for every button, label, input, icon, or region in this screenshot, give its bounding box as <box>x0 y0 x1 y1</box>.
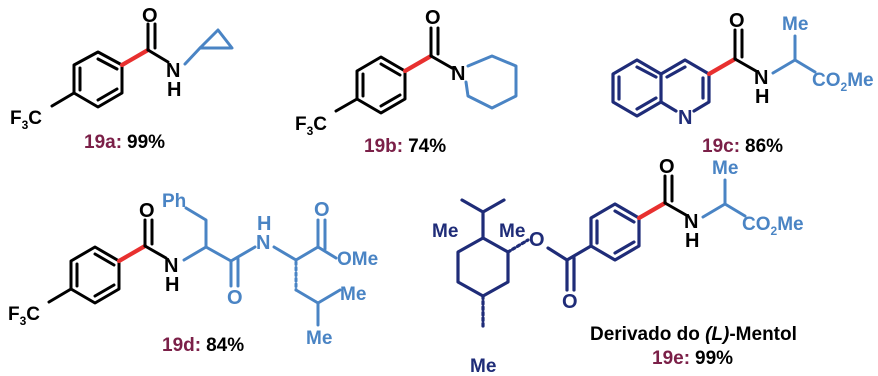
methyl-group: Me <box>782 14 808 35</box>
cf3-group: F3C <box>8 304 40 328</box>
c-n-bond <box>429 54 454 70</box>
ring-double-bonds <box>75 252 116 298</box>
ring-double-bonds <box>361 62 402 108</box>
amide-hydrogen: H <box>167 79 181 101</box>
carbonyl-oxygen: O <box>729 10 745 32</box>
compound-19a-caption: 19a:99% <box>84 132 165 153</box>
cf3-bond <box>50 91 76 108</box>
piperidine-ring <box>464 54 518 110</box>
c-n-bond <box>146 48 170 64</box>
alanine-backbone <box>701 178 747 219</box>
quinoline-nitrogen: N <box>678 107 692 129</box>
c-n-bond <box>143 244 168 260</box>
carbonyl <box>429 26 440 58</box>
isopropyl-group <box>460 198 506 240</box>
phenyl-group: Ph <box>162 191 186 212</box>
compound-19e: Me Me Me O O O N H Me CO2Me <box>432 156 804 376</box>
phe-carbonyl <box>204 245 240 288</box>
amide-nitrogen: N <box>166 60 180 82</box>
amide-hydrogen: H <box>755 86 769 108</box>
aryl-ester-bond <box>565 244 593 262</box>
amide-nitrogen: N <box>164 255 178 277</box>
n-cyclopropyl-bond <box>183 46 202 66</box>
compound-19c-caption: 19c:86% <box>702 136 783 157</box>
compound-19a: F3C O N H <box>10 5 234 132</box>
ester-o-bond <box>316 245 338 260</box>
carbonyl <box>143 218 154 248</box>
benzo-double-bonds <box>617 65 658 111</box>
hashed-ester-bond <box>506 238 530 254</box>
new-amide-bond <box>116 243 148 264</box>
compound-19b: F3C O N <box>295 7 518 138</box>
pyridine-double-bonds <box>665 65 705 100</box>
compound-19b-caption: 19b:74% <box>364 136 446 157</box>
phenylalanine-sidechain <box>182 206 208 262</box>
new-amide-bond <box>636 200 668 221</box>
carbonyl-oxygen: O <box>142 5 158 27</box>
cf3-bond <box>334 97 359 113</box>
ester-carbonyl-oxygen: O <box>562 291 578 313</box>
new-amide-bond <box>706 56 738 77</box>
carbonyl-oxygen: O <box>659 156 675 178</box>
compound-19d-caption: 19d:84% <box>162 335 244 356</box>
peptide-nitrogen: N <box>256 232 270 254</box>
compound-19c: N O N H Me CO2Me <box>611 10 874 129</box>
carbonyl <box>733 28 744 61</box>
cf3-group: F3C <box>295 114 327 138</box>
isobutyl-group <box>294 288 342 327</box>
methyl-ester-group: CO2Me <box>742 214 804 238</box>
carbonyl <box>146 22 157 52</box>
isopropyl-methyl-2: Me <box>499 221 525 242</box>
carbonyl <box>663 174 674 205</box>
menthyl-ring <box>456 236 510 298</box>
piperidine-nitrogen: N <box>451 63 465 85</box>
methyl-ester-group: CO2Me <box>812 70 874 94</box>
methoxy-group: OMe <box>337 249 378 270</box>
cf3-bond <box>47 287 73 304</box>
phe-leu-bond <box>229 245 257 263</box>
carbonyl-oxygen: O <box>425 7 441 29</box>
c-n-bond <box>663 201 688 217</box>
compound-19d: F3C O N H Ph O N H O OMe Me Me <box>8 191 378 349</box>
isobutyl-methyl-1: Me <box>340 284 366 305</box>
amide-hydrogen: H <box>685 230 699 252</box>
isobutyl-methyl-2: Me <box>306 328 332 349</box>
new-amide-bond <box>119 47 151 68</box>
carbonyl-oxygen: O <box>139 200 155 222</box>
ring-double-bonds <box>78 57 119 102</box>
compound-19e-caption: 19e:99% <box>652 348 733 369</box>
ester-carbonyl-oxygen: O <box>314 199 330 221</box>
terephthalate-double-bonds <box>595 209 636 255</box>
c-n-bond <box>733 57 758 73</box>
amide-nitrogen: N <box>684 211 698 233</box>
phe-carbonyl-oxygen: O <box>227 287 243 309</box>
new-amide-bond <box>402 53 434 74</box>
ester-oxygen: O <box>529 229 545 251</box>
cyclopropyl-ring <box>198 28 234 50</box>
cf3-group: F3C <box>10 108 42 132</box>
compound-19e-description: Derivado do (L)-Mentol <box>590 324 797 345</box>
isopropyl-methyl-1: Me <box>432 221 458 242</box>
amide-hydrogen: H <box>165 274 179 296</box>
leucine-backbone <box>272 218 327 262</box>
amide-nitrogen: N <box>754 67 768 89</box>
ester-carbonyl <box>546 246 576 292</box>
alanine-backbone <box>771 34 817 75</box>
ring-methyl: Me <box>470 356 496 376</box>
methyl-group: Me <box>712 158 738 179</box>
peptide-hydrogen: H <box>257 213 271 235</box>
